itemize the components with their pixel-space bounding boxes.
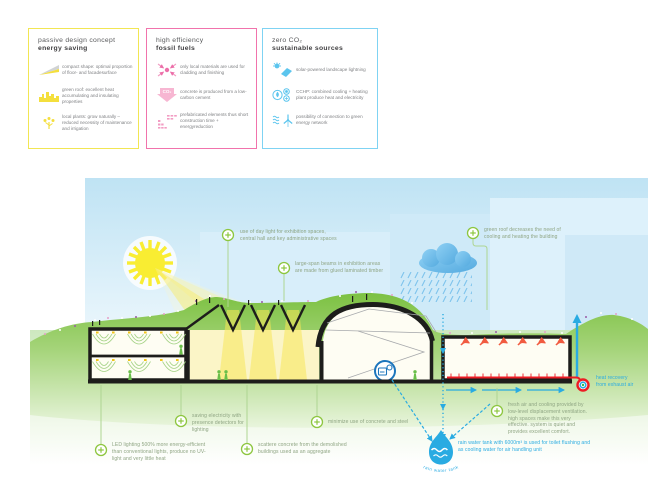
solar-panel-icon — [269, 62, 296, 79]
presence-detector-arcs — [92, 333, 186, 372]
legend-title-line1: passive design concept — [38, 37, 116, 44]
legend-item-text: only local materials are used for claddi… — [180, 64, 245, 76]
green-roof-icon — [35, 88, 62, 105]
legend-high-efficiency: high efficiency fossil fuels only local … — [146, 28, 257, 149]
legend-item-text: local plants: grow naturally – reduced n… — [62, 113, 132, 131]
roof-flowers — [44, 291, 633, 335]
annotation-timber-beams: large-span beams in exhibition areas are… — [295, 261, 384, 274]
annotation-minimize-materials: minimize use of concrete and steel — [328, 419, 409, 425]
annotation-green-roof: green roof decreases the need of cooling… — [484, 227, 561, 240]
annotation-led-lighting: LED lighting 500% more energy-efficient … — [112, 442, 206, 462]
plus-markers — [94, 226, 504, 457]
air-handling-unit-icon — [374, 360, 396, 382]
legend-title-line2: sustainable sources — [272, 45, 344, 53]
laminated-timber-trusses — [325, 308, 437, 379]
legend-item: local plants: grow naturally – reduced n… — [35, 114, 133, 133]
central-hall — [315, 301, 437, 382]
legend-title-block: zero CO₂ sustainable sources — [272, 37, 377, 54]
sawtooth-section — [92, 294, 368, 380]
green-network-icon — [269, 112, 296, 129]
local-materials-icon — [153, 62, 180, 79]
legend-title-line2: fossil fuels — [156, 45, 196, 53]
legend-title-line1: high efficiency — [156, 37, 204, 44]
legend-passive-design: passive design concept energy saving com… — [28, 28, 139, 149]
legend-zero-co2: zero CO₂ sustainable sources solar-power… — [262, 28, 378, 149]
annotation-rain-water: rain water tank with 6000m³ is used for … — [458, 440, 591, 453]
legend-title-block: high efficiency fossil fuels — [156, 37, 256, 54]
local-plants-icon — [35, 114, 62, 131]
ceiling-lights — [96, 331, 179, 361]
heat-recovery-icon — [567, 376, 590, 392]
annotation-connectors — [100, 239, 498, 444]
legend-title-line1: zero CO₂ — [272, 37, 303, 44]
rain-cloud-icon — [400, 243, 477, 302]
annotation-presence-detectors: saving electricity with presence detecto… — [192, 413, 244, 433]
annotation-daylight: use of day light for exhibition spaces, … — [240, 229, 337, 242]
compact-shape-icon — [35, 62, 62, 79]
legend-title-line2: energy saving — [38, 45, 88, 53]
legend-item-text: solar-powered landscape lightning — [296, 67, 366, 73]
legend-item-text: compact shape: optimal proportion of flo… — [62, 64, 133, 76]
legend-title-block: passive design concept energy saving — [38, 37, 138, 54]
co2-icon-text: CO₂ — [162, 90, 171, 95]
cchp-icon — [269, 87, 296, 104]
co2-arrow-icon: CO₂ — [153, 87, 180, 104]
roof-vents — [92, 294, 368, 326]
legend-item: CO₂ concrete is produced from a low-carb… — [153, 87, 251, 104]
legend-item: CCHP: combined cooling + heating plant p… — [269, 87, 372, 104]
legend-item: possibility of connection to green energ… — [269, 112, 372, 129]
annotation-concrete-reuse: scattere concrete from the demolished bu… — [258, 442, 347, 455]
legend-item: prefabricated elements thus short constr… — [153, 112, 251, 131]
rain-water-tank-label: rain water tank — [423, 464, 459, 473]
rain-water-tank-icon: rain water tank — [423, 430, 460, 473]
legend-item-text: concrete is produced from a low-carbon c… — [180, 89, 247, 101]
building-section — [88, 294, 576, 384]
annotation-fresh-air: fresh air and cooling provided by low-le… — [508, 402, 588, 435]
prefab-elements-icon — [153, 113, 180, 130]
right-wing — [441, 335, 576, 382]
svg-text:rain water tank: rain water tank — [423, 464, 460, 473]
left-wing — [88, 327, 188, 382]
legend-item-text: prefabricated elements thus short constr… — [180, 111, 249, 130]
sky — [85, 178, 648, 331]
legend-item: solar-powered landscape lightning — [269, 62, 372, 79]
legend-item: compact shape: optimal proportion of flo… — [35, 62, 133, 79]
annotation-heat-recovery: heat recovery from exhaust air — [596, 375, 634, 388]
floor-heating — [447, 373, 576, 379]
air-water-flows: rain water tank — [391, 314, 590, 473]
legend-item-text: green roof: excellent heat accumulating … — [62, 86, 119, 105]
warm-air-arrows — [460, 336, 566, 346]
legend-item: only local materials are used for claddi… — [153, 62, 251, 79]
legend-item-text: possibility of connection to green energ… — [296, 114, 363, 126]
legend-item-text: CCHP: combined cooling + heating plant p… — [296, 89, 368, 101]
legend-item: green roof: excellent heat accumulating … — [35, 87, 133, 106]
